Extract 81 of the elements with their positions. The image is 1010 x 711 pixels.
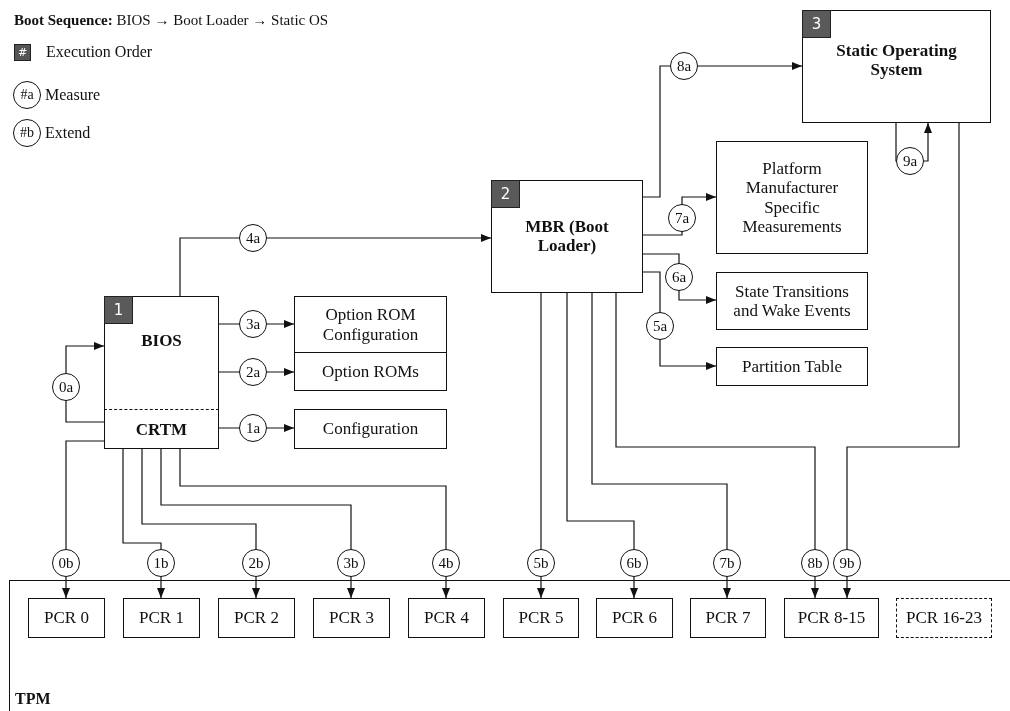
- node-text: Option ROM Configuration: [321, 305, 420, 344]
- step-label: 9a: [896, 147, 924, 175]
- legend-text: Measure: [45, 86, 101, 104]
- step-label: 3a: [239, 310, 267, 338]
- step-label: 4a: [239, 224, 267, 252]
- step-label: 8a: [670, 52, 698, 80]
- process-box: [294, 352, 447, 391]
- node-text: PCR 16-23: [904, 608, 983, 628]
- tpm-label: TPM: [15, 690, 51, 708]
- node-text: PCR 0: [43, 608, 90, 628]
- step-label: 6a: [665, 263, 693, 291]
- diagram-title: Boot Sequence: BIOS → Boot Loader → Static OS: [14, 12, 329, 29]
- step-circle-sample: #a: [13, 81, 41, 109]
- node-text: Option ROMs: [321, 362, 420, 381]
- node-text: PCR 4: [423, 608, 470, 628]
- pcr-register-box: [408, 598, 485, 638]
- node-title: Static Operating System: [835, 41, 958, 80]
- step-label: 1b: [147, 549, 175, 577]
- step-label: 0a: [52, 373, 80, 401]
- node-text: PCR 1: [138, 608, 185, 628]
- step-label: 2b: [242, 549, 270, 577]
- process-box: [716, 347, 868, 386]
- connector-arrow: [642, 62, 803, 198]
- node-title: CRTM: [134, 420, 189, 439]
- pcr-register-box: [503, 598, 579, 638]
- connector-arrow: [179, 234, 492, 297]
- order-badge-sample: #: [14, 43, 31, 61]
- connector-arrow: [141, 448, 260, 599]
- connector-arrow: [537, 292, 545, 599]
- connector-arrow: [843, 122, 960, 599]
- node-title: MBR (Boot Loader): [524, 217, 610, 256]
- node-text: Partition Table: [741, 357, 843, 376]
- process-box: [294, 409, 447, 449]
- pcr-register-box: [596, 598, 673, 638]
- connector-arrow: [566, 292, 638, 599]
- connector-arrow: [615, 292, 819, 599]
- step-label: 4b: [432, 549, 460, 577]
- connector-arrow: [591, 292, 731, 599]
- step-label: 2a: [239, 358, 267, 386]
- process-box: [716, 272, 868, 330]
- node-text: Configuration: [321, 419, 420, 439]
- process-box: [716, 141, 868, 254]
- legend-text: Execution Order: [46, 43, 153, 61]
- node-text: PCR 5: [517, 608, 565, 628]
- step-label: 5a: [646, 312, 674, 340]
- stage-box: [104, 296, 219, 449]
- tpm-band: [9, 580, 1010, 711]
- pcr-register-box: [123, 598, 200, 638]
- connector-arrow: [160, 448, 355, 599]
- pcr-register-box: [784, 598, 879, 638]
- pcr-register-box: [690, 598, 766, 638]
- node-title: BIOS: [140, 331, 183, 351]
- step-label: 8b: [801, 549, 829, 577]
- step-label: 5b: [527, 549, 555, 577]
- node-text: PCR 3: [328, 608, 375, 628]
- order-badge: 1: [104, 296, 133, 324]
- node-text: PCR 7: [704, 608, 752, 628]
- step-label: 3b: [337, 549, 365, 577]
- step-label: 7a: [668, 204, 696, 232]
- step-circle-sample: #b: [13, 119, 41, 147]
- stage-box: [802, 10, 991, 123]
- pcr-register-box: [28, 598, 105, 638]
- node-text: PCR 2: [233, 608, 280, 628]
- legend-text: Extend: [45, 124, 91, 142]
- pcr-register-box: [313, 598, 390, 638]
- node-text: PCR 6: [611, 608, 658, 628]
- pcr-register-box: [896, 598, 992, 638]
- step-label: 6b: [620, 549, 648, 577]
- node-text: PCR 8-15: [796, 608, 867, 628]
- connector-arrow: [179, 448, 450, 599]
- order-badge: 2: [491, 180, 520, 208]
- pcr-register-box: [218, 598, 295, 638]
- step-label: 7b: [713, 549, 741, 577]
- node-text: State Transitions and Wake Events: [732, 281, 852, 321]
- step-label: 1a: [239, 414, 267, 442]
- step-label: 9b: [833, 549, 861, 577]
- stage-box: [491, 180, 643, 293]
- order-badge: 3: [802, 10, 831, 38]
- step-label: 0b: [52, 549, 80, 577]
- process-box: [294, 296, 447, 353]
- node-text: Platform Manufacturer Specific Measurements: [741, 159, 843, 236]
